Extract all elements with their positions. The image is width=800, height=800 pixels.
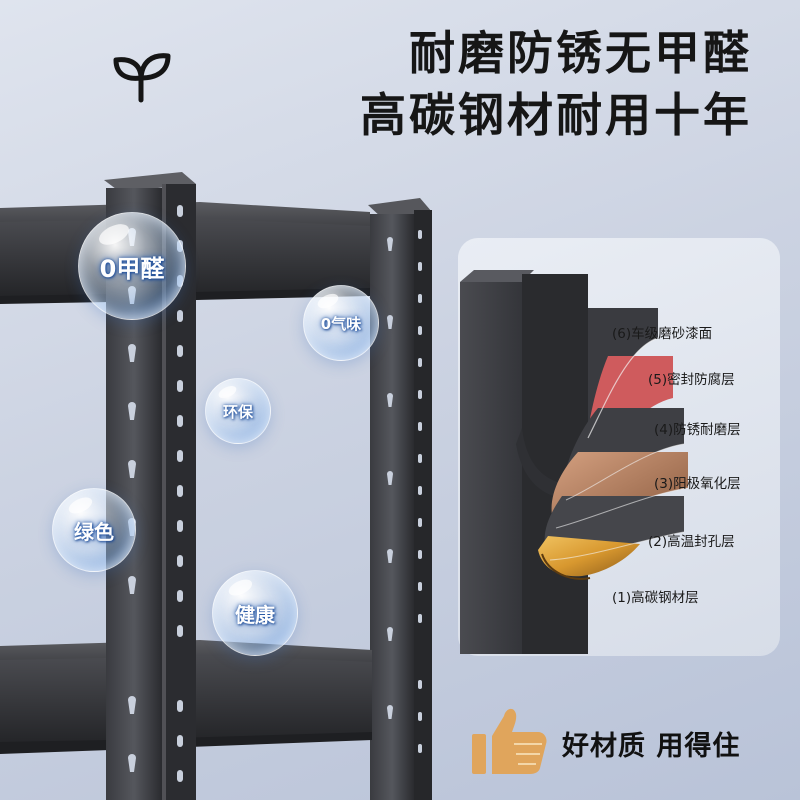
bubble-health: 健康	[212, 570, 298, 656]
layer-2-label: (2)高温封孔层	[648, 534, 735, 550]
bubble-label: 绿色	[74, 519, 114, 544]
bubble-zero-odor: 0气味	[303, 285, 379, 361]
bubble-eco: 环保	[205, 378, 271, 444]
bubble-label: 健康	[235, 602, 275, 627]
quality-badge: 好材质 用得住	[470, 698, 770, 780]
thumbs-up-icon	[472, 708, 547, 774]
layer-1-label: (1)高碳钢材层	[612, 590, 699, 606]
bubble-zero-formaldehyde: 0甲醛	[78, 212, 186, 320]
badge-text: 好材质 用得住	[562, 731, 741, 762]
bubble-green: 绿色	[52, 488, 136, 572]
coating-cross-section	[460, 270, 689, 654]
headline-line-2: 高碳钢材耐用十年	[360, 88, 752, 142]
headline: 耐磨防锈无甲醛 高碳钢材耐用十年	[360, 30, 752, 138]
leaf-sprout-icon	[113, 53, 171, 103]
headline-line-1: 耐磨防锈无甲醛	[409, 26, 752, 80]
bubble-label: 0气味	[320, 314, 362, 333]
layer-5-label: (5)密封防腐层	[648, 372, 735, 388]
coating-layers-panel: (6)车级磨砂漆面 (5)密封防腐层 (4)防锈耐磨层 (3)阳极氧化层 (2)…	[458, 238, 780, 656]
bubble-label: 环保	[222, 402, 253, 421]
bubble-label: 0甲醛	[99, 254, 165, 283]
layer-4-label: (4)防锈耐磨层	[654, 422, 741, 438]
layer-6-label: (6)车级磨砂漆面	[612, 326, 713, 342]
layer-3-label: (3)阳极氧化层	[654, 476, 741, 492]
